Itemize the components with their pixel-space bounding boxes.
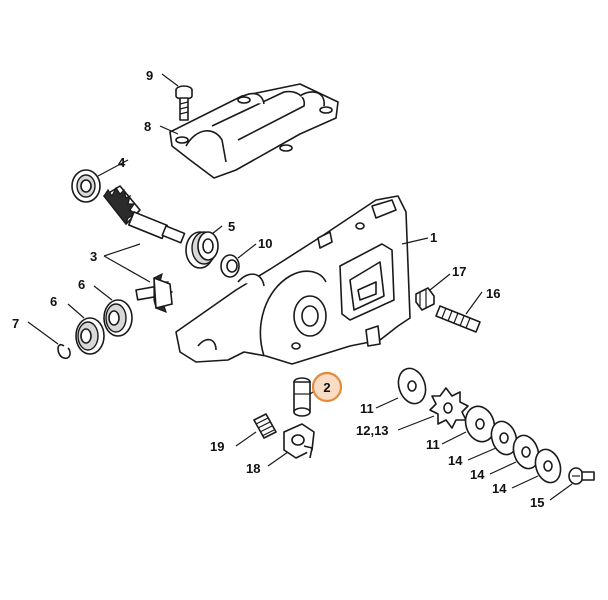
part-15-screw[interactable]: [568, 467, 595, 485]
part-labels: 9 8 4 5 10 3 6 6 7 1 17 16 2 11 12,13 11…: [12, 68, 544, 510]
part-12-13-sprocket[interactable]: [429, 387, 469, 429]
label-part-14-a[interactable]: 14: [448, 453, 463, 468]
label-part-2[interactable]: 2: [323, 380, 330, 395]
part-2-pin[interactable]: [293, 377, 311, 417]
highlight-ring-part-2: [311, 371, 343, 403]
part-8-clamp[interactable]: [169, 83, 339, 179]
label-part-6-upper[interactable]: 6: [78, 277, 85, 292]
leader-lines: [27, 73, 573, 501]
label-part-8[interactable]: 8: [144, 119, 151, 134]
label-part-1[interactable]: 1: [430, 230, 437, 245]
label-part-9[interactable]: 9: [146, 68, 153, 83]
part-1-gear-housing[interactable]: [175, 195, 411, 365]
part-14-washer-b[interactable]: [509, 432, 542, 472]
part-4-bearing[interactable]: [71, 169, 101, 203]
part-11-washer-lower[interactable]: [461, 403, 499, 446]
label-part-19[interactable]: 19: [210, 439, 224, 454]
label-part-3[interactable]: 3: [90, 249, 97, 264]
label-part-12-13[interactable]: 12,13: [356, 423, 389, 438]
part-11-washer-upper[interactable]: [394, 365, 430, 407]
part-18-adjuster-block[interactable]: [283, 423, 315, 459]
part-7-circlip[interactable]: [57, 343, 71, 360]
label-part-15[interactable]: 15: [530, 495, 544, 510]
part-5-bearing[interactable]: [185, 231, 219, 269]
part-14-washer-c[interactable]: [531, 446, 564, 486]
part-19-threaded-sleeve[interactable]: [253, 413, 277, 439]
part-6-bearing-b[interactable]: [103, 299, 133, 337]
label-part-10[interactable]: 10: [258, 236, 272, 251]
label-part-16[interactable]: 16: [486, 286, 500, 301]
part-3-gear-shaft-lower[interactable]: [135, 272, 174, 314]
part-9-screw[interactable]: [175, 85, 193, 121]
part-17-nut[interactable]: [415, 287, 435, 311]
label-part-14-b[interactable]: 14: [470, 467, 485, 482]
label-part-6-lower[interactable]: 6: [50, 294, 57, 309]
label-part-11-lower[interactable]: 11: [426, 437, 440, 452]
label-part-5[interactable]: 5: [228, 219, 235, 234]
part-16-stud-bolt[interactable]: [435, 305, 481, 333]
part-14-washer-a[interactable]: [487, 418, 520, 458]
label-part-7[interactable]: 7: [12, 316, 19, 331]
label-part-18[interactable]: 18: [246, 461, 260, 476]
part-6-bearing-a[interactable]: [75, 317, 105, 355]
label-part-14-c[interactable]: 14: [492, 481, 507, 496]
label-part-17[interactable]: 17: [452, 264, 466, 279]
part-3-gear-shaft-upper[interactable]: [103, 185, 186, 244]
label-part-11-upper[interactable]: 11: [360, 401, 374, 416]
part-10-seal-ring[interactable]: [220, 254, 240, 278]
label-part-4[interactable]: 4: [118, 155, 126, 170]
